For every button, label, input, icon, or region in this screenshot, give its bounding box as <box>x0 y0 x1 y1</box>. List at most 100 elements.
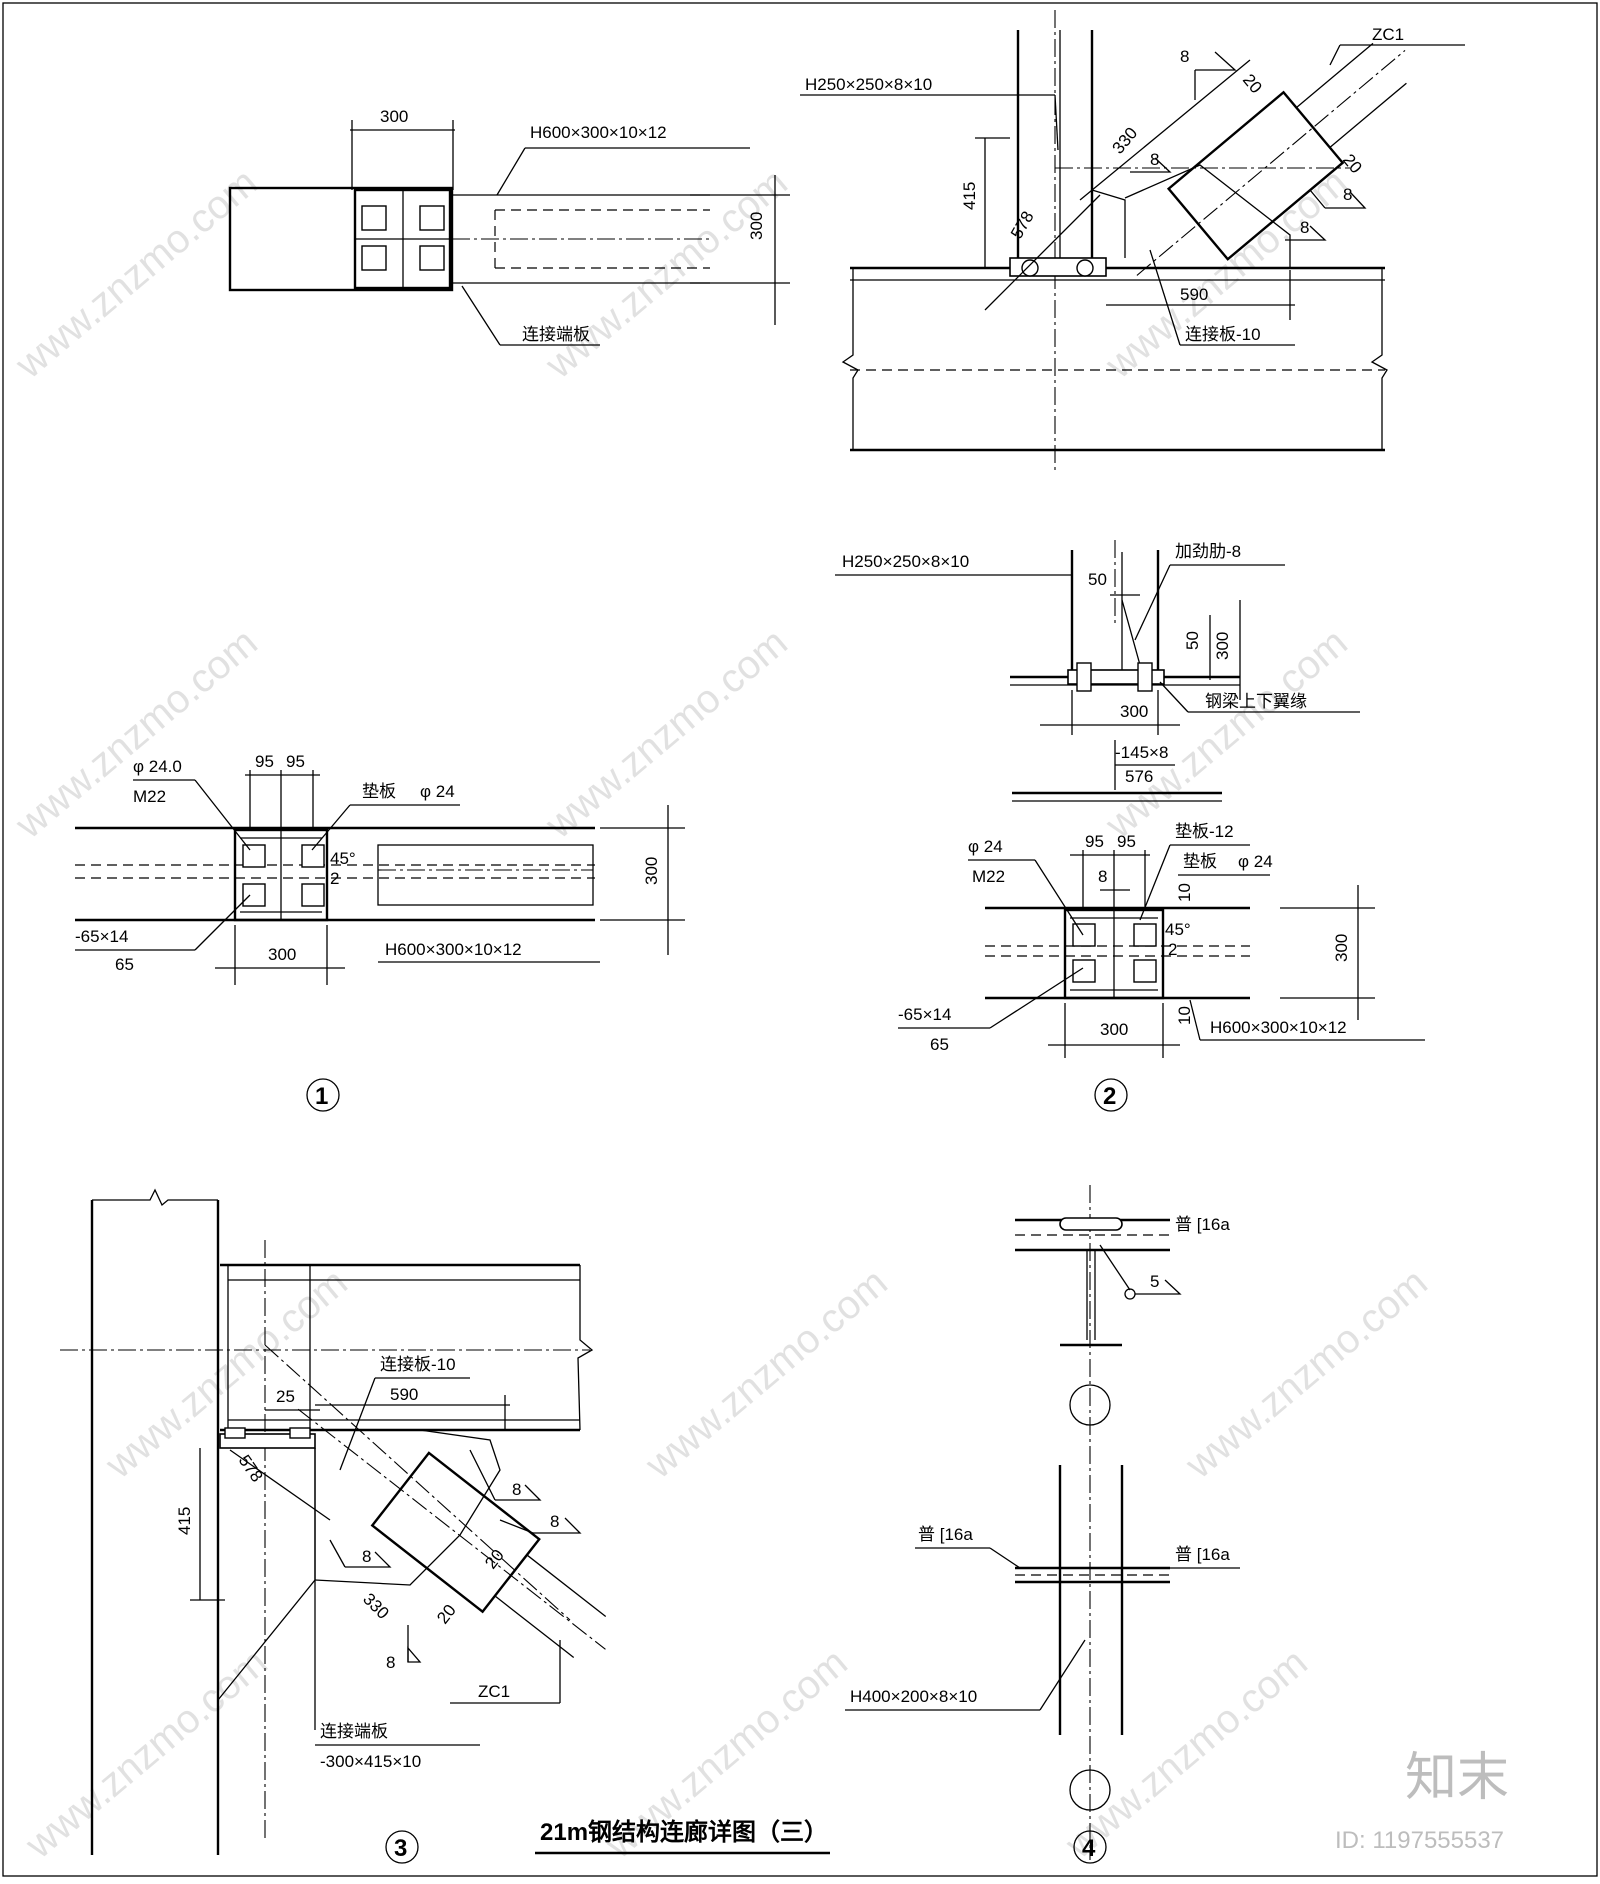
flange-label: 钢梁上下翼缘 <box>1205 692 1307 711</box>
bolt-icon <box>301 883 325 907</box>
plate-label: -65×14 <box>898 1005 951 1024</box>
watermark-text: www.znzmo.com <box>1057 1640 1316 1867</box>
dim-label: 50 <box>1088 570 1107 589</box>
dim-label: 578 <box>1007 208 1038 242</box>
weld-symbol: 8 <box>362 1547 371 1566</box>
view-top-left-plan: 300 H600×300×10×12 300 连接端板 <box>228 107 790 346</box>
watermark-text: www.znzmo.com <box>7 620 266 847</box>
dim-label: 415 <box>175 1507 194 1535</box>
angle-label: 45° <box>1165 920 1191 939</box>
watermark-corner-logo: 知末 <box>1405 1749 1509 1807</box>
weld-symbol: 5 <box>1150 1272 1159 1291</box>
bolt-icon <box>301 844 325 868</box>
detail-number-bubble <box>385 1830 419 1864</box>
weld-symbol: 8 <box>550 1512 559 1531</box>
dim-label: 300 <box>1332 934 1351 962</box>
dim-label: 10 <box>1175 1006 1194 1025</box>
view-detail-3: 连接板-10 25 590 415 578 8 8 8 20 20 330 8 … <box>60 1188 607 1864</box>
dim-label: 20 <box>1339 150 1366 177</box>
section-label: H400×200×8×10 <box>850 1687 977 1706</box>
watermark-text: www.znzmo.com <box>1177 1260 1436 1487</box>
watermark-layer: www.znzmo.com www.znzmo.com www.znzmo.co… <box>7 160 1509 1867</box>
dim-label: 300 <box>1213 632 1232 660</box>
section-label: H600×300×10×12 <box>530 123 667 142</box>
gusset-plate <box>1106 164 1291 269</box>
washer-hole-label: φ 24 <box>1238 852 1273 871</box>
plate-length-label: 65 <box>115 955 134 974</box>
bolt-icon <box>224 1427 246 1439</box>
bolt-icon <box>242 844 266 868</box>
hole-label: φ 24 <box>968 837 1003 856</box>
view-detail-2: φ 24 M22 95 95 垫板-12 8 垫板 φ 24 10 45° 2 … <box>898 822 1425 1112</box>
gusset-plate <box>314 1429 501 1586</box>
dim-label: 590 <box>1180 285 1208 304</box>
end-plate-label: 连接端板 <box>522 325 590 344</box>
dim-label: 300 <box>268 945 296 964</box>
dim-label: 25 <box>276 1387 295 1406</box>
dim-label: 300 <box>380 107 408 126</box>
channel-label: 普 [16a <box>1175 1545 1230 1564</box>
brace-sleeve <box>370 1451 541 1614</box>
detail-number: 3 <box>394 1835 407 1862</box>
weld-symbol: 8 <box>1180 47 1189 66</box>
end-plate-label: 连接端板 <box>320 1722 388 1741</box>
channel-label: 普 [16a <box>918 1525 973 1544</box>
column-label: H250×250×8×10 <box>805 75 932 94</box>
plate-label: -145×8 <box>1115 743 1168 762</box>
stiffener-label: 加劲肋-8 <box>1175 542 1241 561</box>
detail-number: 2 <box>1103 1083 1116 1110</box>
washer12-label: 垫板-12 <box>1175 822 1234 841</box>
watermark-text: www.znzmo.com <box>1097 160 1356 387</box>
dim-label: 95 <box>1085 832 1104 851</box>
plate-length-label: 65 <box>930 1035 949 1054</box>
bolt-icon <box>289 1427 311 1439</box>
dim-label: 50 <box>1183 631 1202 650</box>
drawing-title: 21m钢结构连廊详图（三） <box>540 1818 828 1846</box>
channel-label: 普 [16a <box>1175 1215 1230 1234</box>
plate-length-label: 576 <box>1125 767 1153 786</box>
stiffener-plate <box>1121 599 1141 666</box>
detail-number-bubble <box>306 1078 340 1112</box>
detail-number-bubble <box>1094 1078 1128 1112</box>
watermark-text: www.znzmo.com <box>7 160 266 387</box>
view-detail-1: φ 24.0 M22 95 95 垫板 φ 24 45° 2 -65×14 65… <box>75 752 685 1112</box>
weld-symbol: 8 <box>1343 185 1352 204</box>
dim-label: 590 <box>390 1385 418 1404</box>
section-label: H600×300×10×12 <box>385 940 522 959</box>
brace-label: ZC1 <box>1372 25 1404 44</box>
dim-label: 20 <box>433 1601 460 1628</box>
detail-number: 1 <box>315 1083 328 1110</box>
detail-number-bubble <box>1073 1830 1107 1864</box>
bolt-icon <box>1076 662 1092 692</box>
dim-label: 300 <box>1120 702 1148 721</box>
dim-label: 300 <box>642 857 661 885</box>
view-detail-4: 普 [16a 5 普 [16a 普 [16a H400×200×8×10 4 <box>845 1185 1240 1864</box>
weld-symbol: 8 <box>386 1653 395 1672</box>
view-top-right-elevation: H250×250×8×10 ZC1 8 20 330 8 20 8 8 415 … <box>800 10 1465 470</box>
washer-label: 垫板 <box>362 782 396 801</box>
weld-symbol: 8 <box>1150 150 1159 169</box>
dim-label: 20 <box>1239 70 1266 97</box>
weld-symbol: 8 <box>1300 218 1309 237</box>
bolt-icon <box>1133 959 1157 983</box>
gap-label: 2 <box>330 869 339 888</box>
bolt-icon <box>361 245 387 271</box>
section-bubble <box>1069 1384 1111 1426</box>
dim-label: 300 <box>1100 1020 1128 1039</box>
dim-label: 330 <box>1109 124 1142 158</box>
end-plate-size-label: -300×415×10 <box>320 1752 421 1771</box>
detail-number: 4 <box>1082 1835 1096 1862</box>
bolt-icon <box>1137 662 1153 692</box>
bolt-icon <box>1021 259 1039 277</box>
column-label: H250×250×8×10 <box>842 552 969 571</box>
bolt-icon <box>361 205 387 231</box>
gusset-label: 连接板-10 <box>380 1355 456 1374</box>
watermark-text: www.znzmo.com <box>537 620 796 847</box>
bolt-size-label: M22 <box>972 867 1005 886</box>
view-stiffener: H250×250×8×10 加劲肋-8 50 50 300 钢梁上下翼缘 300… <box>835 540 1360 802</box>
washer-hole-label: φ 24 <box>420 782 455 801</box>
dim-label: 20 <box>481 1546 508 1573</box>
dim-label: 300 <box>747 212 766 240</box>
angle-label: 45° <box>330 849 356 868</box>
